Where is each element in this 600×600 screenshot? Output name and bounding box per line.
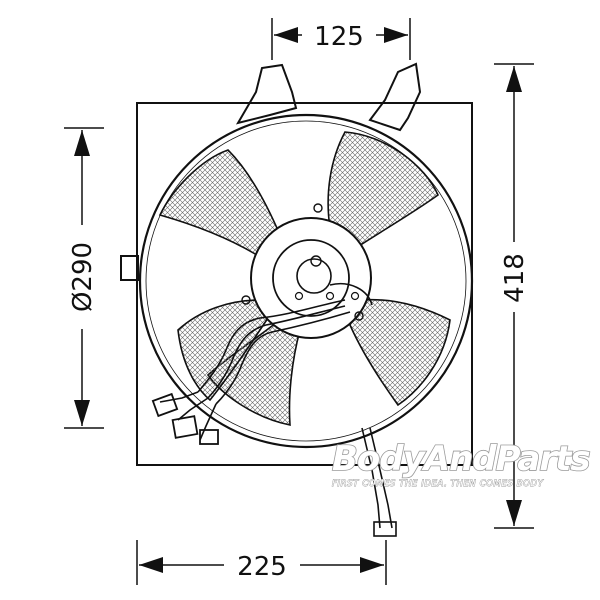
hub-bolt-6 [350, 291, 360, 301]
dimension-bottom-width: 225 [136, 540, 387, 585]
dimension-diameter-label: Ø290 [68, 242, 98, 312]
hub-bolt-5 [325, 291, 335, 301]
mounting-tab-right [368, 62, 422, 132]
dimension-height-label: 418 [500, 253, 530, 303]
watermark-logo: BodyAndParts FIRST COMES THE IDEA. THEN … [331, 438, 592, 489]
hub-bolt-4 [294, 291, 304, 301]
fan-blade-5 [177, 299, 269, 402]
connector-plug [151, 392, 219, 445]
hub-bolt-3 [354, 311, 364, 321]
wiring-harness [159, 283, 373, 441]
dimension-height: 418 [494, 63, 534, 529]
hub-bolt-2 [241, 295, 251, 305]
mounting-tab-left [235, 63, 298, 125]
motor-hub-middle [272, 239, 350, 317]
fan-blade-2 [327, 131, 439, 257]
fan-ring [138, 113, 474, 449]
fan-blade-3 [349, 298, 451, 407]
motor-shaft [310, 255, 322, 267]
dimension-diameter: Ø290 [64, 127, 104, 429]
dimension-top-width-label: 125 [314, 22, 364, 52]
side-connector [120, 255, 139, 281]
dimension-bottom-width-label: 225 [237, 552, 287, 582]
watermark-tagline: FIRST COMES THE IDEA. THEN COMES BODY [332, 479, 544, 489]
lower-wire-lead [361, 427, 397, 537]
fan-blades [158, 131, 451, 426]
watermark-brand: BodyAndParts [332, 439, 590, 479]
fan-blade-1 [158, 149, 281, 264]
fan-ring-inner [145, 120, 467, 442]
motor-hub-outer [250, 217, 372, 339]
hub-bolt-1 [313, 203, 323, 213]
dimension-top-width: 125 [271, 18, 411, 60]
motor-hub-inner [296, 258, 332, 294]
